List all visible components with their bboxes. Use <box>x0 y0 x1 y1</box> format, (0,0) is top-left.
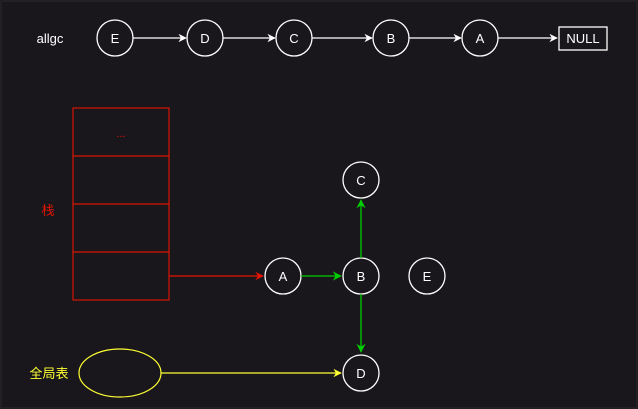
null-terminator-label: NULL <box>566 31 599 46</box>
graph-node-b[interactable]: B <box>342 257 380 295</box>
allgc-label: allgc <box>37 31 64 46</box>
graph-node-b-label: B <box>357 269 366 284</box>
graph-node-e[interactable]: E <box>408 257 446 295</box>
stack: ... <box>72 107 170 301</box>
graph-node-a-label: A <box>279 269 288 284</box>
allgc-list: E D C B A NULL <box>96 19 608 57</box>
graph-node-c[interactable]: C <box>342 161 380 199</box>
allgc-node-3-label: C <box>289 31 298 46</box>
global-table-label: 全局表 <box>29 366 68 381</box>
allgc-node-3[interactable]: C <box>275 19 313 57</box>
null-terminator-box[interactable]: NULL <box>558 26 608 51</box>
graph-node-e-label: E <box>423 269 432 284</box>
allgc-node-5-label: A <box>476 31 485 46</box>
graph-node-d-label: D <box>356 366 365 381</box>
allgc-node-5[interactable]: A <box>461 19 499 57</box>
stack-cell-1-label: ... <box>116 128 125 140</box>
graph-node-d[interactable]: D <box>342 354 380 392</box>
allgc-node-1-label: E <box>111 31 120 46</box>
stack-cell-3[interactable] <box>72 203 170 253</box>
graph-node-a[interactable]: A <box>264 257 302 295</box>
allgc-node-4-label: B <box>387 31 396 46</box>
allgc-node-4[interactable]: B <box>372 19 410 57</box>
stack-cell-4[interactable] <box>72 251 170 301</box>
allgc-node-2[interactable]: D <box>186 19 224 57</box>
graph-node-c-label: C <box>356 173 365 188</box>
allgc-node-2-label: D <box>200 31 209 46</box>
allgc-node-1[interactable]: E <box>96 19 134 57</box>
stack-cell-2[interactable] <box>72 155 170 205</box>
stack-label: 栈 <box>41 203 54 218</box>
global-table-ellipse[interactable] <box>78 348 162 398</box>
